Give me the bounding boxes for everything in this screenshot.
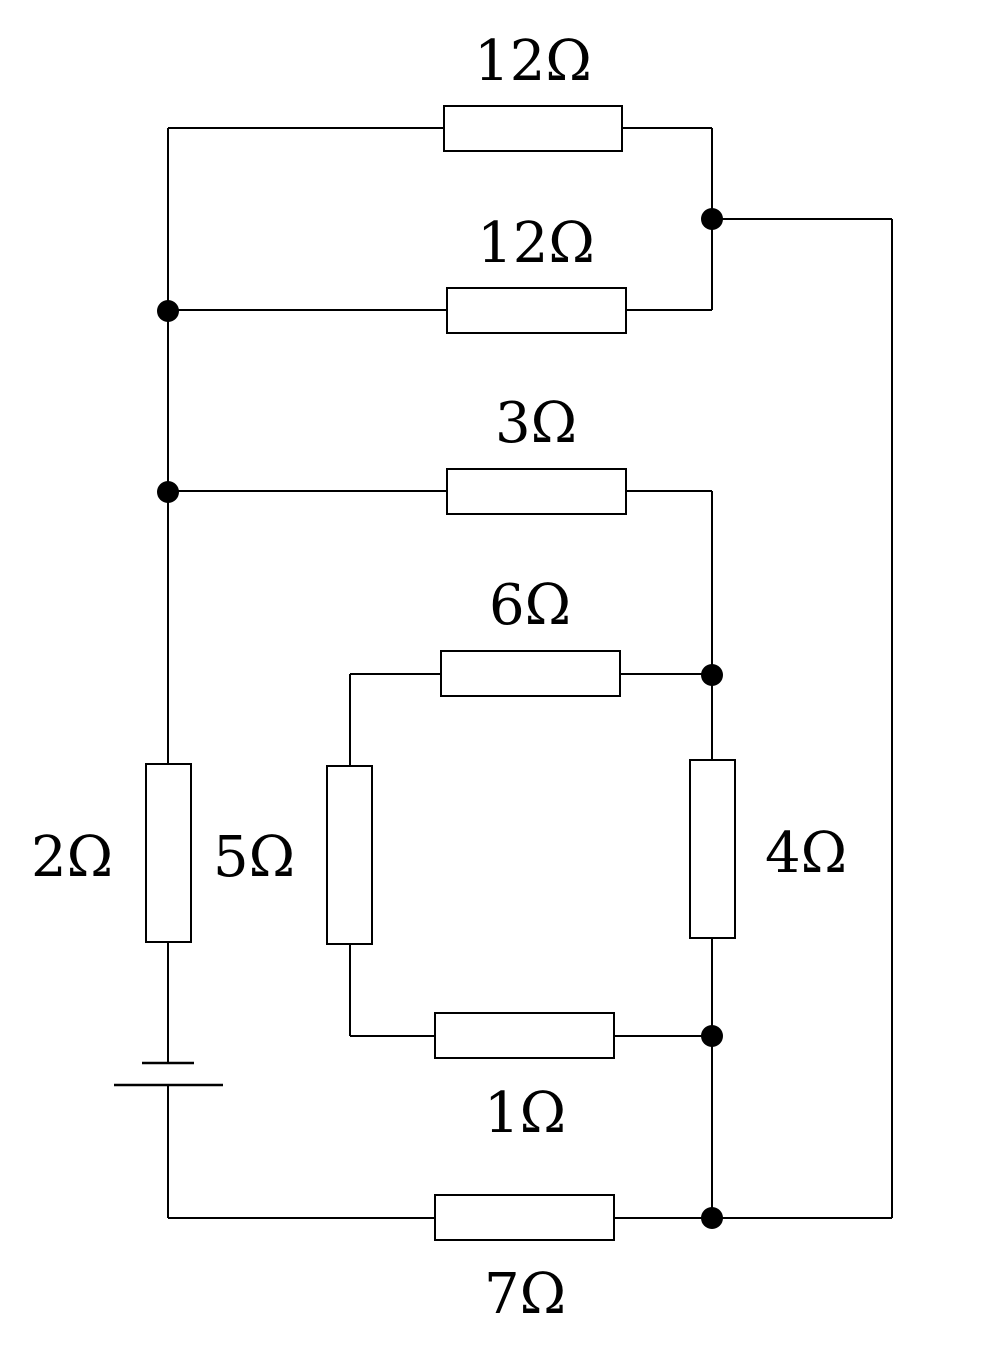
resistor-5ohm	[326, 765, 373, 945]
label-4ohm: 4Ω	[765, 821, 847, 886]
label-12ohm-second: 12Ω	[477, 211, 595, 276]
resistor-6ohm	[440, 650, 621, 697]
label-1ohm: 1Ω	[484, 1081, 566, 1146]
resistor-12ohm-top	[443, 105, 623, 152]
label-3ohm: 3Ω	[495, 391, 577, 456]
label-5ohm: 5Ω	[213, 825, 295, 890]
resistor-1ohm	[434, 1012, 615, 1059]
junction-node	[701, 664, 723, 686]
resistor-2ohm-left	[145, 763, 192, 943]
resistor-3ohm	[446, 468, 627, 515]
resistor-12ohm-second	[446, 287, 627, 334]
wires	[167, 127, 893, 1219]
junction-node	[701, 208, 723, 230]
junction-node	[701, 1025, 723, 1047]
battery	[114, 1061, 223, 1087]
junction-node	[157, 300, 179, 322]
junction-node	[701, 1207, 723, 1229]
label-7ohm: 7Ω	[484, 1262, 566, 1327]
resistor-4ohm	[689, 759, 736, 939]
resistor-7ohm	[434, 1194, 615, 1241]
label-6ohm: 6Ω	[489, 573, 571, 638]
junctions	[157, 208, 723, 1229]
labels: 12Ω 12Ω 3Ω 6Ω 2Ω 5Ω 4Ω 1Ω 7Ω	[31, 29, 847, 1327]
junction-node	[157, 481, 179, 503]
label-12ohm-top: 12Ω	[474, 29, 592, 94]
resistors	[145, 105, 736, 1241]
label-2ohm: 2Ω	[31, 825, 113, 890]
